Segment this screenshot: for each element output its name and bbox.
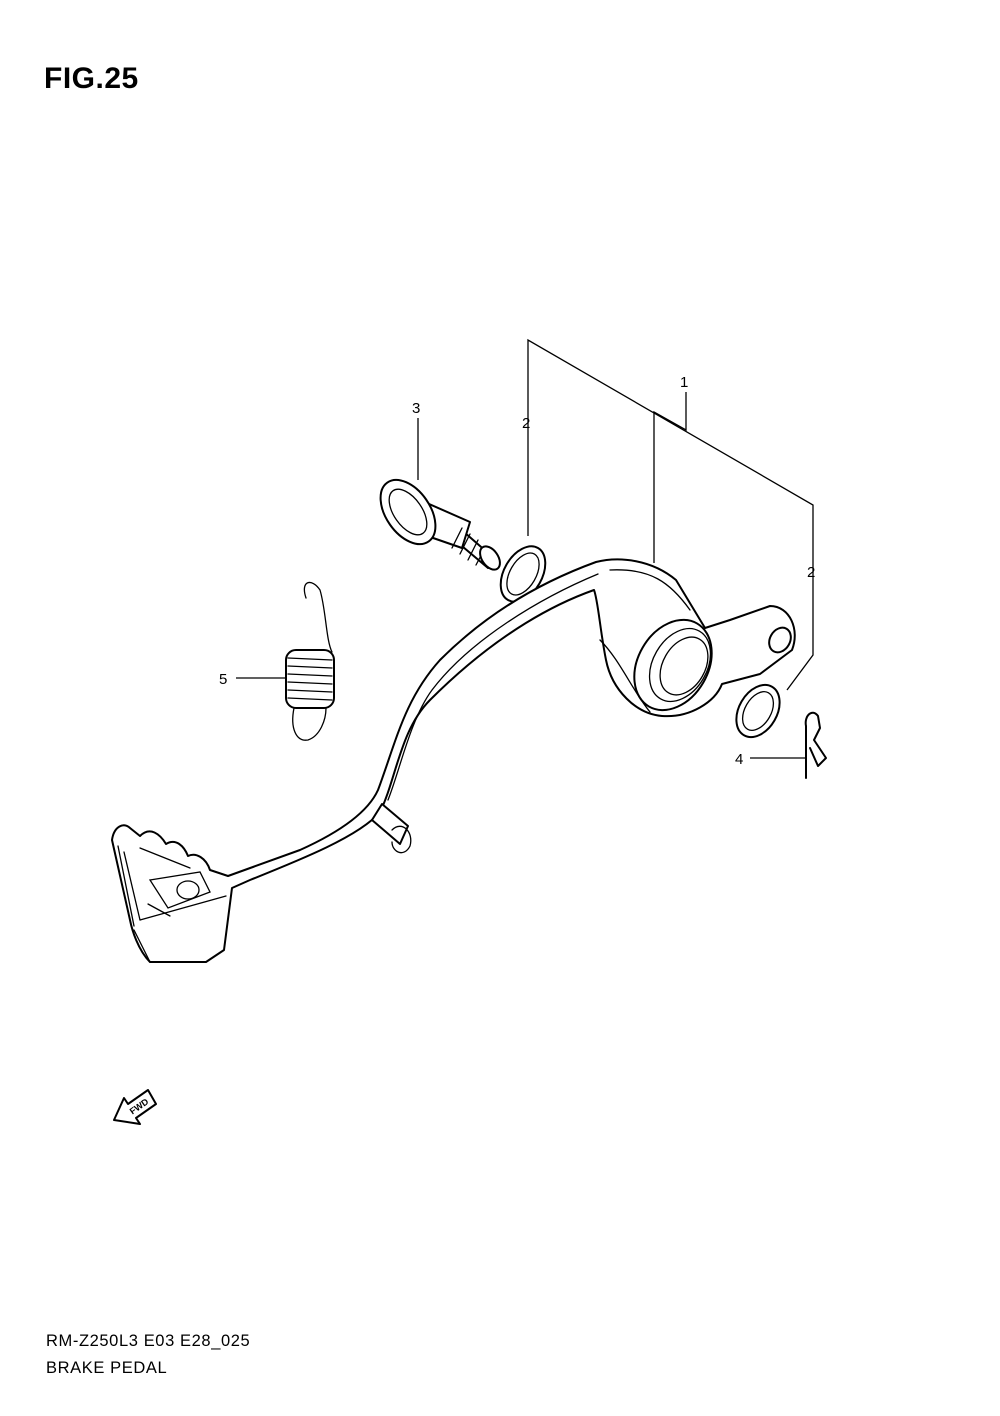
pivot-bolt (379, 478, 501, 571)
footer-model-code: RM-Z250L3 E03 E28_025 (46, 1332, 251, 1350)
callout-2-right: 2 (807, 564, 815, 581)
footer-part-name: BRAKE PEDAL (46, 1359, 168, 1377)
washer-right (735, 683, 781, 739)
callout-3: 3 (412, 400, 420, 417)
leader-lines (236, 338, 814, 759)
fwd-arrow: FWD (113, 1089, 157, 1125)
figure-title: FIG.25 (44, 62, 139, 95)
callout-2-left: 2 (522, 415, 530, 432)
callout-5: 5 (219, 671, 227, 688)
callout-labels: 1 2 2 3 4 5 (219, 374, 815, 768)
callout-1: 1 (680, 374, 688, 391)
return-spring (285, 581, 335, 741)
callout-4: 4 (735, 751, 743, 768)
brake-pedal-arm (111, 558, 796, 963)
washer-left (499, 545, 547, 603)
cotter-pin (804, 711, 827, 779)
